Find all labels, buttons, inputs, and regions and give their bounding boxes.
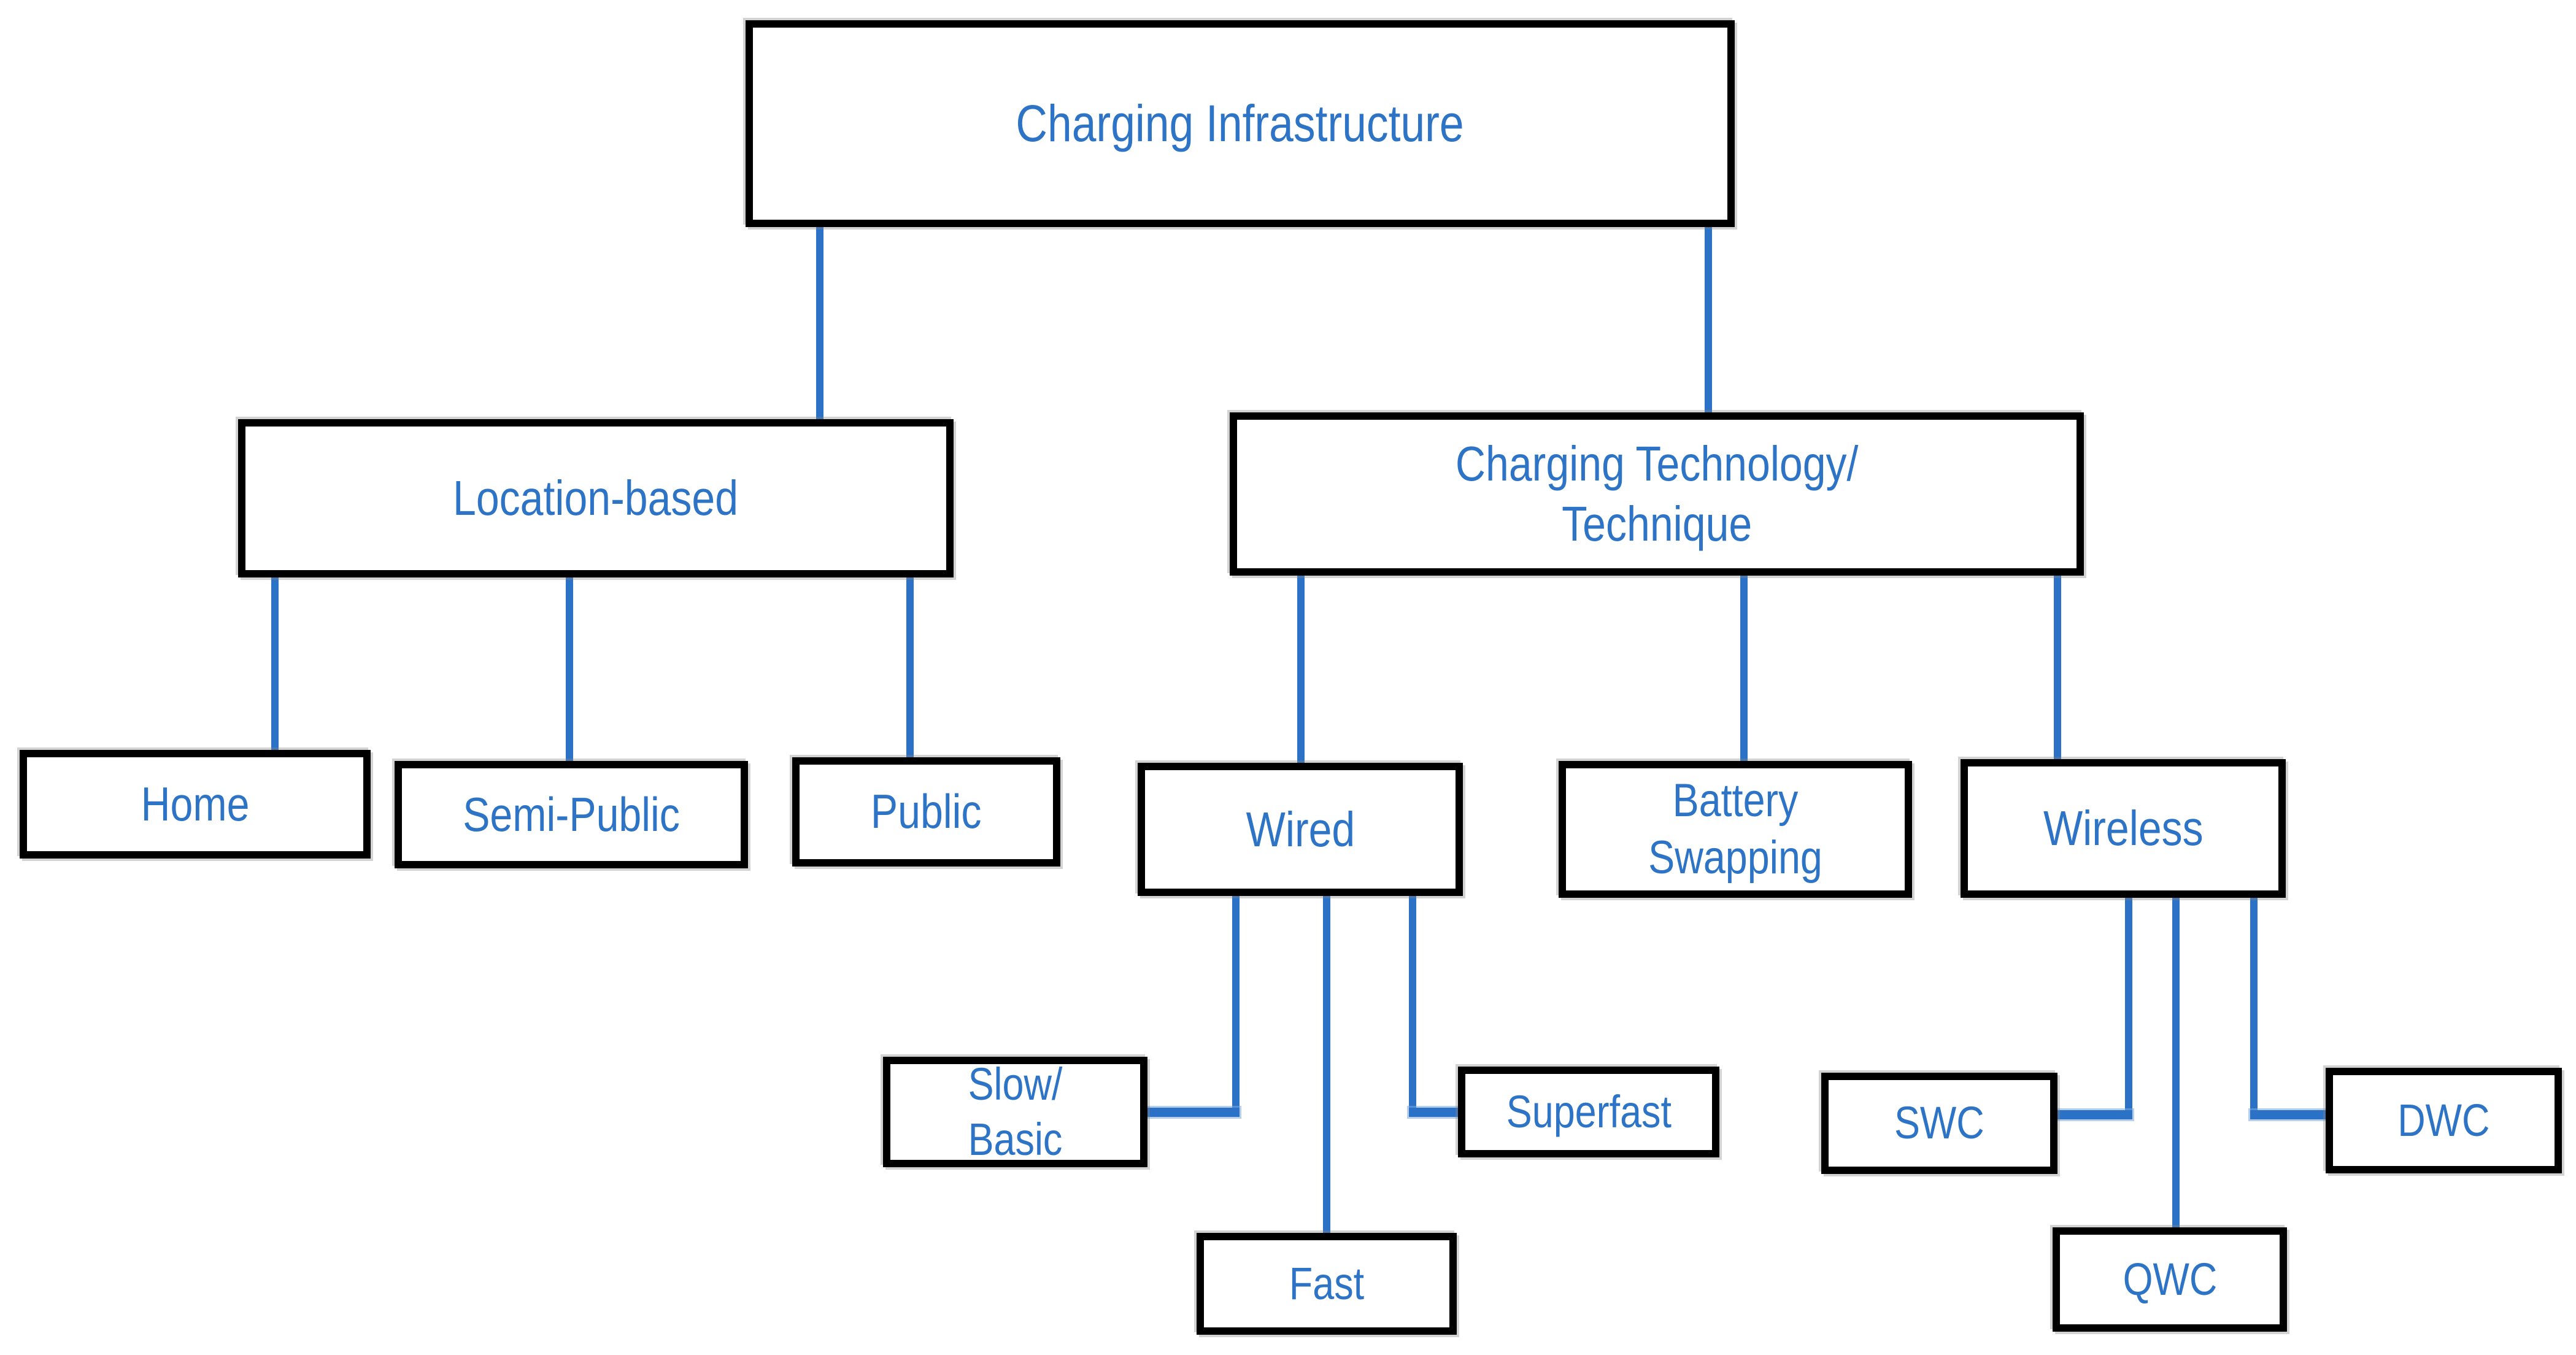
node-wireless-label: Wireless bbox=[2043, 801, 2204, 856]
edge-wired-fast bbox=[1323, 896, 1330, 1233]
node-home: Home bbox=[20, 750, 371, 859]
node-charging-technology: Charging Technology/ Technique bbox=[1230, 412, 2084, 576]
edge-charging-infrastructure-charging-technology bbox=[1705, 227, 1712, 412]
node-semi-public-label: Semi-Public bbox=[463, 787, 680, 841]
node-public: Public bbox=[792, 757, 1060, 867]
node-semi-public: Semi-Public bbox=[395, 761, 748, 868]
node-dwc-label: DWC bbox=[2397, 1094, 2490, 1146]
node-wired: Wired bbox=[1138, 763, 1463, 896]
edge-location-based-home bbox=[271, 577, 279, 750]
node-charging-infrastructure-label: Charging Infrastructure bbox=[1016, 95, 1465, 153]
edge-charging-infrastructure-location-based bbox=[816, 227, 823, 419]
node-battery-swapping-label: Battery Swapping bbox=[1648, 774, 1822, 884]
node-public-label: Public bbox=[871, 784, 982, 839]
node-charging-technology-label: Charging Technology/ Technique bbox=[1455, 436, 1859, 551]
node-slow-basic-label: Slow/ Basic bbox=[968, 1058, 1063, 1165]
node-dwc: DWC bbox=[2326, 1068, 2562, 1173]
edge-wireless-dwc-vertical bbox=[2250, 898, 2258, 1119]
node-fast-label: Fast bbox=[1289, 1257, 1365, 1309]
edge-wired-superfast-horizontal bbox=[1409, 1108, 1458, 1117]
edge-location-based-semi-public bbox=[566, 577, 573, 761]
node-swc-label: SWC bbox=[1894, 1097, 1984, 1149]
node-slow-basic: Slow/ Basic bbox=[883, 1057, 1147, 1167]
node-location-based: Location-based bbox=[238, 419, 954, 577]
node-superfast: Superfast bbox=[1458, 1067, 1719, 1157]
node-battery-swapping: Battery Swapping bbox=[1559, 761, 1912, 898]
edge-charging-technology-wired bbox=[1297, 576, 1305, 763]
edge-wired-superfast-vertical bbox=[1409, 896, 1416, 1117]
edge-location-based-public bbox=[906, 577, 914, 757]
edge-charging-technology-wireless bbox=[2054, 576, 2061, 759]
node-location-based-label: Location-based bbox=[453, 471, 739, 526]
edge-wireless-swc-vertical bbox=[2125, 898, 2132, 1119]
edge-wireless-dwc-horizontal bbox=[2250, 1110, 2326, 1119]
edge-wireless-swc-horizontal bbox=[2057, 1110, 2132, 1119]
edge-wired-slow-basic-horizontal bbox=[1147, 1108, 1240, 1117]
node-charging-infrastructure: Charging Infrastructure bbox=[746, 20, 1735, 227]
node-fast: Fast bbox=[1197, 1233, 1457, 1335]
node-superfast-label: Superfast bbox=[1506, 1086, 1672, 1137]
edge-wireless-qwc bbox=[2172, 898, 2180, 1229]
node-home-label: Home bbox=[141, 776, 250, 831]
edge-wired-slow-basic-vertical bbox=[1232, 896, 1240, 1117]
node-wireless: Wireless bbox=[1961, 759, 2286, 898]
node-wired-label: Wired bbox=[1246, 801, 1355, 857]
edge-charging-technology-battery-swapping bbox=[1740, 576, 1748, 761]
node-qwc-label: QWC bbox=[2123, 1253, 2217, 1305]
node-swc: SWC bbox=[1821, 1073, 2057, 1174]
node-qwc: QWC bbox=[2053, 1227, 2287, 1332]
